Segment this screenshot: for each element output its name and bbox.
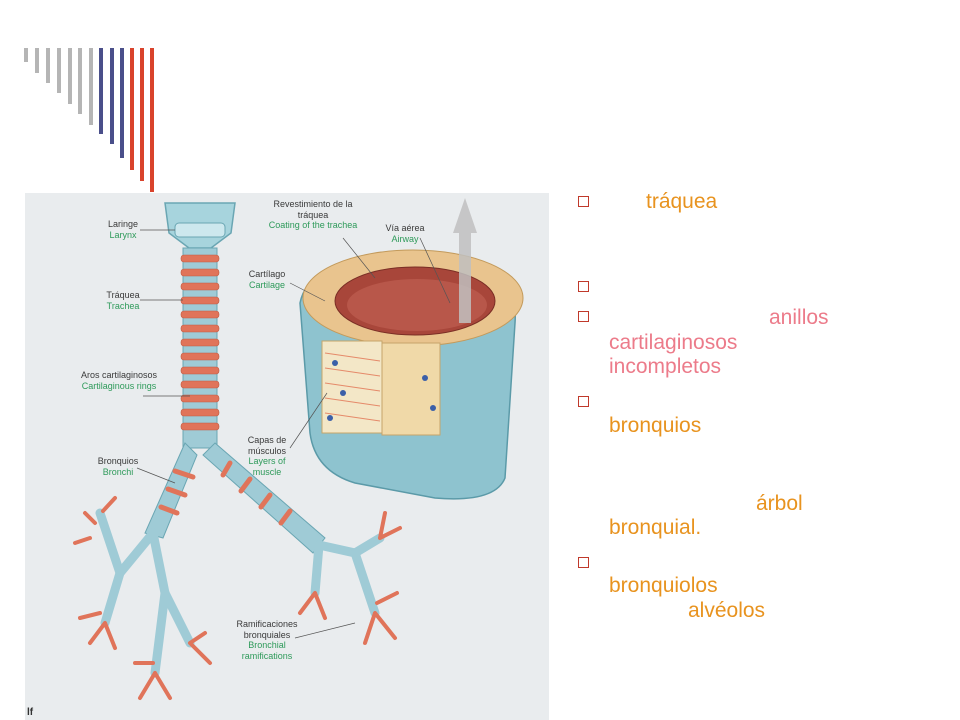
figure-illustration [73,198,524,700]
keyword-rings-line-1: anillos [769,306,829,329]
square-bullet-icon [578,396,589,407]
corner-mark: lf [27,707,34,718]
keyword-rings-line-3: incompletos [609,355,722,378]
keyword-rings-line-2: cartilaginosos [609,331,738,354]
keyword-bronchi: bronquios [609,414,702,437]
keyword-bronchial-tree-line-2: bronquial. [609,516,702,539]
square-bullet-icon [578,196,589,207]
square-bullet-icon [578,311,589,322]
decorative-bars [24,48,154,192]
square-bullet-icon [578,557,589,568]
keyword-alveoli: alvéolos [688,599,766,622]
keyword-bronchial-tree-line-1: árbol [756,492,803,515]
keyword-bronchioles: bronquiolos [609,574,718,597]
keyword-trachea: tráquea [646,190,718,213]
square-bullet-icon [578,281,589,292]
